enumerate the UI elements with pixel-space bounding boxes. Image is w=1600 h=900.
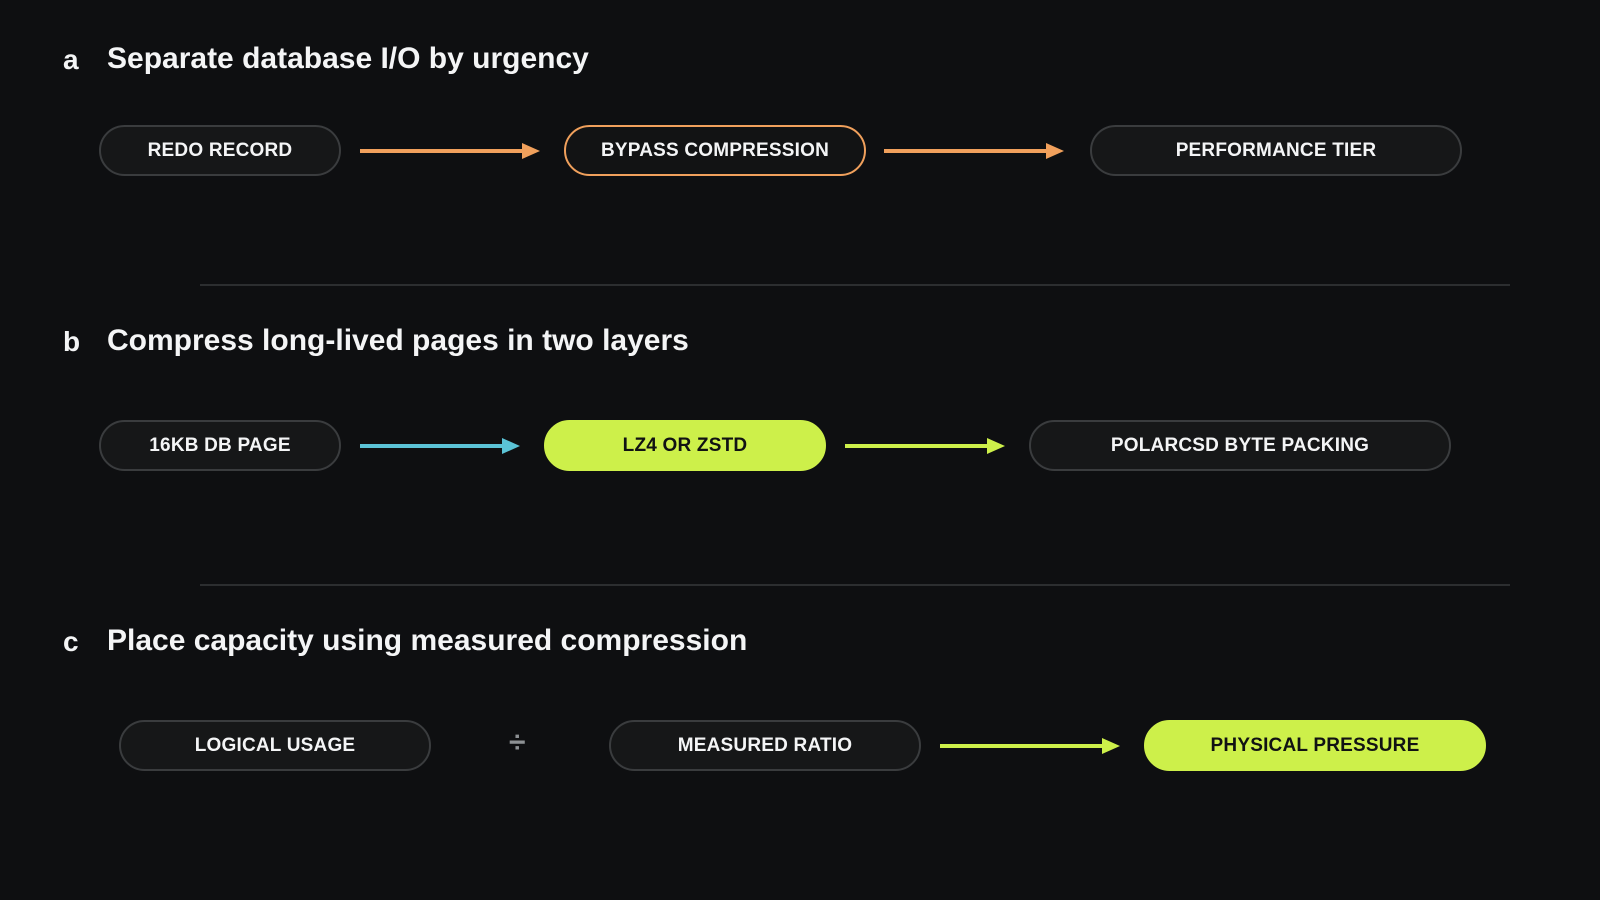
- node-redo-record: REDO RECORD: [99, 125, 341, 176]
- arrow-b2-icon: [845, 438, 1005, 454]
- arrow-c1: [940, 736, 1122, 756]
- arrow-a2-icon: [884, 143, 1064, 159]
- divider-ab: [200, 284, 1510, 286]
- panel-c-letter: c: [63, 626, 79, 657]
- arrow-b2: [845, 436, 1007, 456]
- divide-operator-icon: ÷: [509, 726, 526, 759]
- panel-b-letter: b: [63, 326, 81, 357]
- arrow-b1: [360, 436, 522, 456]
- panel-b-title: Compress long-lived pages in two layers: [107, 324, 689, 357]
- node-performance-tier: PERFORMANCE TIER: [1090, 125, 1462, 176]
- node-lz4-or-zstd: LZ4 OR ZSTD: [544, 420, 826, 471]
- arrow-a2: [884, 141, 1066, 161]
- node-measured-ratio: MEASURED RATIO: [609, 720, 921, 771]
- node-bypass-compression: BYPASS COMPRESSION: [564, 125, 866, 176]
- arrow-c1-icon: [940, 738, 1120, 754]
- node-logical-usage: LOGICAL USAGE: [119, 720, 431, 771]
- node-16kb-db-page: 16KB DB PAGE: [99, 420, 341, 471]
- panel-a-letter: a: [63, 44, 79, 75]
- arrow-a1: [360, 141, 542, 161]
- arrow-b1-icon: [360, 438, 520, 454]
- panel-a-title: Separate database I/O by urgency: [107, 42, 589, 75]
- divider-bc: [200, 584, 1510, 586]
- node-physical-pressure: PHYSICAL PRESSURE: [1144, 720, 1486, 771]
- node-polarcsd-byte-packing: POLARCSD BYTE PACKING: [1029, 420, 1451, 471]
- panel-c-title: Place capacity using measured compressio…: [107, 624, 748, 657]
- arrow-a1-icon: [360, 143, 540, 159]
